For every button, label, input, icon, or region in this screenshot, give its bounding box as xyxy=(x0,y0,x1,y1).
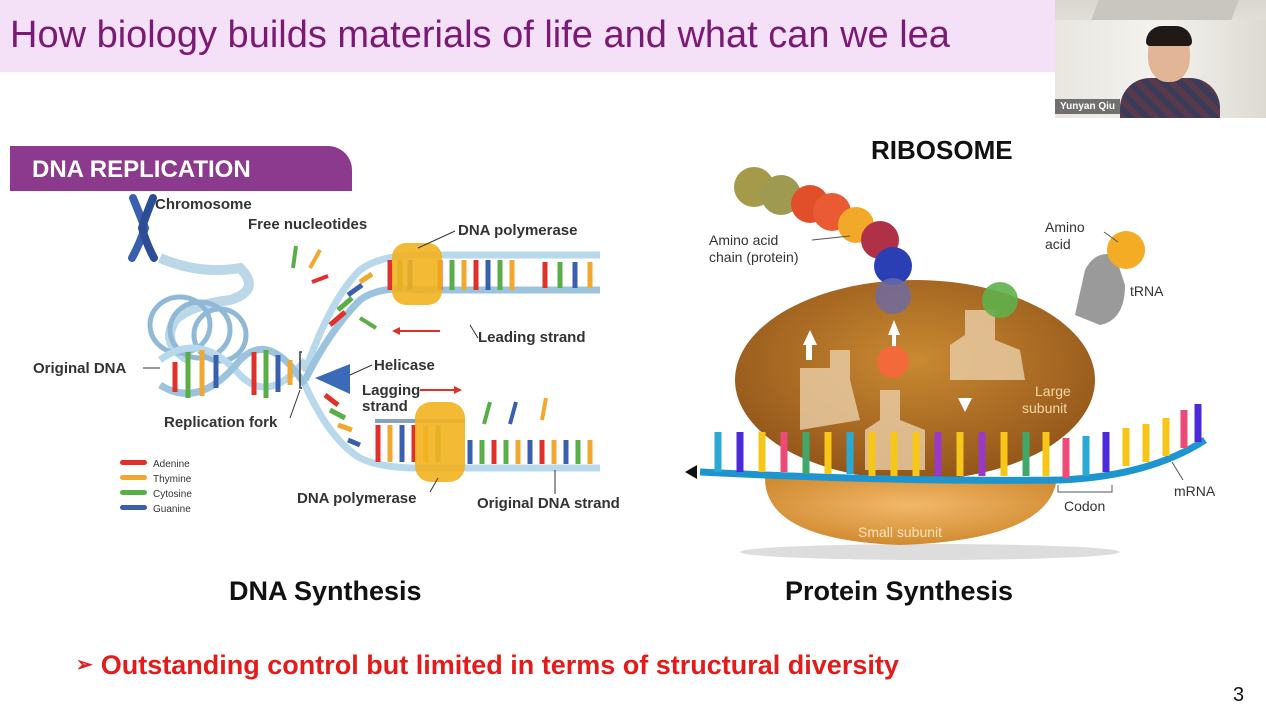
label-dna-polymerase-top: DNA polymerase xyxy=(458,222,578,239)
legend-item-guanine: Guanine xyxy=(120,499,191,515)
free-nucleotides-icons xyxy=(291,245,378,330)
legend-item-adenine: Adenine xyxy=(120,454,190,470)
label-leading-strand: Leading strand xyxy=(478,329,586,346)
leading-strand-bases xyxy=(328,260,593,327)
ribosome-leader-lines xyxy=(811,231,1184,481)
label-chromosome: Chromosome xyxy=(155,196,252,213)
free-nucleotides-bottom xyxy=(482,397,548,425)
participant-body xyxy=(1120,78,1220,118)
label-amino-acid-chain-line1: Amino acid xyxy=(709,232,779,248)
free-trna xyxy=(1075,231,1145,325)
lagging-template-strand xyxy=(301,383,600,472)
mrna-direction-arrow xyxy=(685,465,697,479)
dna-polymerase-bottom-shape xyxy=(415,402,465,482)
dna-polymerase-top-shape xyxy=(392,243,442,305)
label-amino-acid-chain-line2: chain (protein) xyxy=(709,249,799,265)
label-large-subunit-line2: subunit xyxy=(1022,400,1068,416)
dna-replication-banner: DNA REPLICATION xyxy=(10,146,352,191)
amino-acid-chain xyxy=(734,167,1018,378)
slide-title: How biology builds materials of life and… xyxy=(10,14,950,56)
codon-bracket xyxy=(1057,485,1113,493)
lagging-strand-bases xyxy=(323,393,361,448)
legend-item-thymine: Thymine xyxy=(120,469,191,485)
small-subunit-shape xyxy=(765,478,1057,545)
page-number: 3 xyxy=(1233,684,1245,706)
large-subunit-shape xyxy=(735,280,1095,480)
legend-swatch-adenine xyxy=(120,460,147,466)
label-original-dna-strand: Original DNA strand xyxy=(477,495,620,512)
label-mrna: mRNA xyxy=(1174,483,1216,499)
legend-swatch-thymine xyxy=(120,475,147,481)
webcam-video-tile[interactable]: Yunyan Qiu xyxy=(1055,0,1266,118)
ribosome-movement-arrows xyxy=(803,320,972,412)
label-codon: Codon xyxy=(1064,498,1106,514)
original-dna-helix xyxy=(157,344,308,398)
chromosome-icon xyxy=(128,194,158,262)
label-lagging-strand-line2: strand xyxy=(362,398,408,415)
label-dna-polymerase-bottom: DNA polymerase xyxy=(297,490,417,507)
ribosome-shadow xyxy=(740,544,1120,560)
label-leader-lines xyxy=(143,230,556,494)
caption-dna-synthesis: DNA Synthesis xyxy=(229,576,422,606)
label-amino-acid-line1: Amino xyxy=(1045,219,1085,235)
caption-protein-synthesis: Protein Synthesis xyxy=(785,576,1014,606)
legend-swatch-cytosine xyxy=(120,490,147,496)
legend-item-cytosine: Cytosine xyxy=(120,484,192,500)
label-large-subunit-line1: Large xyxy=(1035,383,1071,399)
label-amino-acid-line2: acid xyxy=(1045,236,1071,252)
participant-hair xyxy=(1146,26,1192,46)
mrna-strand xyxy=(699,437,1207,484)
helicase-shape xyxy=(315,364,350,394)
label-free-nucleotides: Free nucleotides xyxy=(248,216,368,233)
label-replication-fork: Replication fork xyxy=(164,414,278,431)
label-original-dna: Original DNA xyxy=(33,360,127,377)
label-trna: tRNA xyxy=(1130,283,1164,299)
mrna-codon-bases xyxy=(714,404,1202,478)
conclusion-bullet: ➢ Outstanding control but limited in term… xyxy=(76,650,899,681)
ribosome-title: RIBOSOME xyxy=(871,135,1013,165)
legend-swatch-guanine xyxy=(120,505,147,511)
dna-replication-banner-text: DNA REPLICATION xyxy=(32,156,251,183)
label-small-subunit: Small subunit xyxy=(858,524,943,540)
label-lagging-strand-line1: Lagging xyxy=(362,382,421,399)
participant-name-label: Yunyan Qiu xyxy=(1055,99,1121,114)
trna-shapes xyxy=(800,310,1025,470)
bullet-arrow-icon: ➢ xyxy=(76,654,93,676)
conclusion-text: Outstanding control but limited in terms… xyxy=(100,650,899,680)
replication-fork-bracket xyxy=(299,351,302,389)
label-helicase: Helicase xyxy=(374,357,435,374)
